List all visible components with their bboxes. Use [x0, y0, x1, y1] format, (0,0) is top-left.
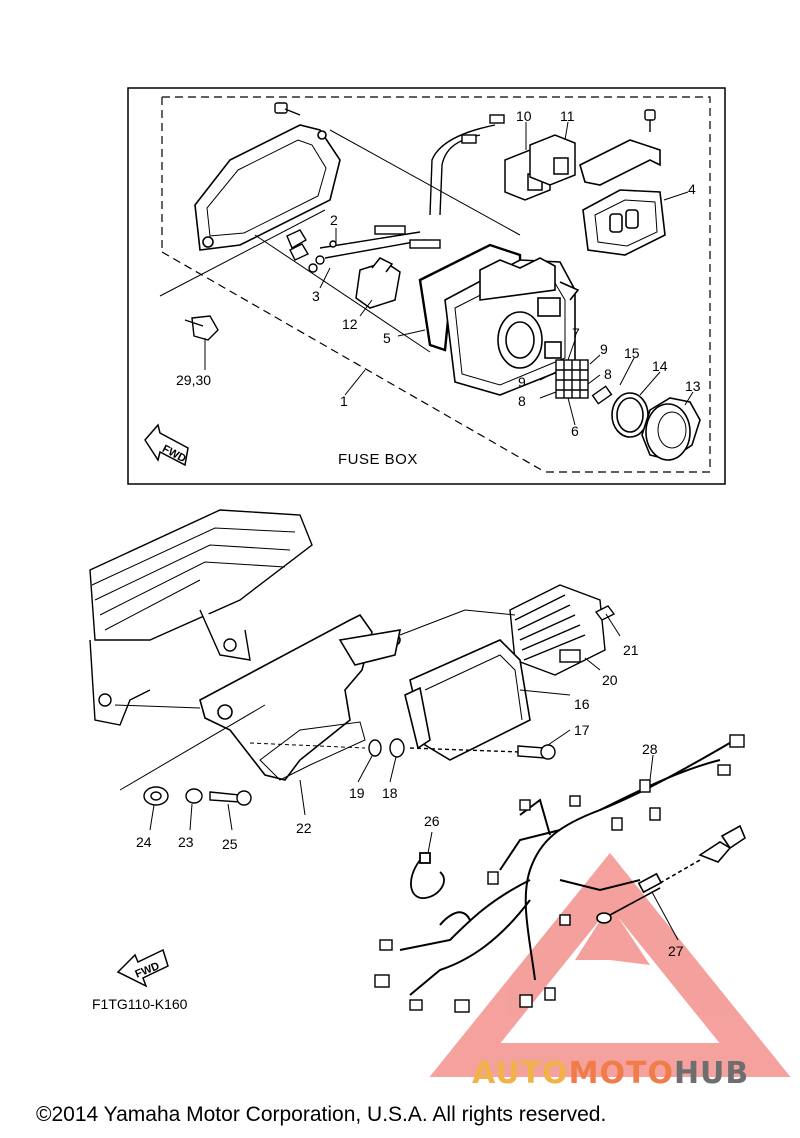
fuse-box-housing: [444, 257, 580, 396]
callout-3: 3: [312, 288, 320, 304]
callout-26: 26: [424, 813, 440, 829]
relay-12: [355, 257, 401, 309]
leader-lines-bottom: [149, 613, 679, 941]
mounting-bracket-22: [114, 613, 402, 791]
callout-4: 4: [688, 181, 696, 197]
callout-8a: 8: [604, 366, 612, 382]
callout-7: 7: [572, 325, 580, 341]
callout-8b: 8: [518, 393, 526, 409]
screws-top: [184, 102, 656, 341]
wire-harness-28: [374, 734, 745, 1013]
fuse-box-wires: [286, 114, 505, 273]
brand-part-auto: AUTO: [472, 1056, 569, 1091]
brand-part-hub: HUB: [673, 1056, 750, 1091]
callout-28: 28: [642, 741, 658, 757]
callout-29-30: 29,30: [176, 372, 212, 388]
callout-9b: 9: [518, 374, 526, 390]
callout-23: 23: [178, 834, 194, 850]
callout-14: 14: [652, 358, 668, 374]
callout-22: 22: [296, 820, 312, 836]
fuse-box-bracket: [159, 124, 521, 353]
callout-24: 24: [136, 834, 152, 850]
callout-13: 13: [685, 378, 701, 394]
fuse-box-label: FUSE BOX: [338, 451, 418, 468]
callout-1: 1: [340, 393, 348, 409]
rectifier-20: [399, 584, 616, 676]
lead-wire-27: [596, 824, 746, 924]
engine-head: [89, 509, 313, 726]
callout-5: 5: [383, 330, 391, 346]
callout-11: 11: [560, 108, 575, 124]
callout-20: 20: [602, 672, 618, 688]
callout-27: 27: [668, 943, 684, 959]
callout-18: 18: [382, 785, 398, 801]
callout-21: 21: [623, 642, 639, 658]
callout-10: 10: [516, 108, 532, 124]
drawing-code: F1TG110-K160: [92, 996, 188, 1012]
callout-25: 25: [222, 836, 238, 852]
fuses-block: [555, 359, 613, 405]
callout-9a: 9: [600, 341, 608, 357]
watermark-logo: [429, 852, 791, 1077]
callout-16: 16: [574, 696, 590, 712]
cover-4: [579, 139, 666, 256]
copyright-notice: ©2014 Yamaha Motor Corporation, U.S.A. A…: [36, 1103, 607, 1126]
fwd-arrow-icon-top: FWD: [144, 423, 189, 467]
cable-band-26: [410, 852, 445, 899]
callout-6: 6: [571, 423, 579, 439]
watermark-brand: AUTOMOTOHUB: [472, 1056, 749, 1091]
cap-13-oring-14: [611, 392, 701, 461]
callout-17: 17: [574, 722, 590, 738]
callout-12: 12: [342, 316, 358, 332]
callout-19: 19: [349, 785, 365, 801]
fasteners-mid: [143, 738, 556, 806]
leader-lines-top: [204, 121, 694, 426]
fuse-box-frame: [127, 87, 726, 485]
fwd-arrow-icon-bottom: FWD: [116, 948, 169, 988]
brand-part-moto: MOTO: [568, 1056, 674, 1091]
relays-10-11: [504, 134, 576, 201]
callout-15: 15: [624, 345, 640, 361]
callout-2: 2: [330, 212, 338, 228]
cdi-unit-16: [404, 639, 531, 761]
